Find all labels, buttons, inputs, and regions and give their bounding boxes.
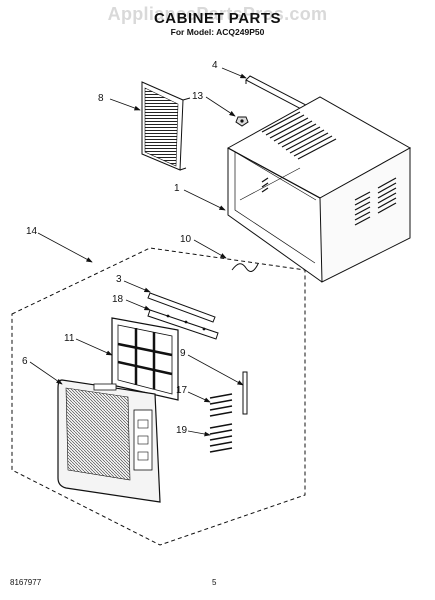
part-strip — [147, 292, 216, 323]
part-screw — [235, 116, 249, 127]
callout-19: 19 — [176, 425, 188, 436]
part-rod — [242, 371, 248, 415]
part-side-curtain — [141, 81, 191, 171]
callout-3: 3 — [116, 274, 122, 285]
part-support-bar — [147, 309, 219, 340]
callout-10: 10 — [180, 234, 192, 245]
callout-18: 18 — [112, 294, 124, 305]
part-cabinet — [226, 96, 412, 283]
model-subtitle: For Model: ACQ249P50 — [170, 27, 265, 37]
part-seal — [231, 263, 259, 272]
front-assembly-boundary — [11, 247, 306, 546]
part-front-grille — [57, 379, 161, 503]
document-number: 8167977 — [10, 578, 42, 587]
part-louvers-lower — [209, 423, 233, 453]
callout-13: 13 — [192, 91, 204, 102]
callout-8: 8 — [98, 93, 104, 104]
part-air-filter — [111, 317, 179, 401]
callout-9: 9 — [180, 348, 186, 359]
watermark: AppliancePartsPros.com — [107, 4, 328, 24]
page-number: 5 — [212, 578, 217, 587]
callout-17: 17 — [176, 385, 188, 396]
callout-6: 6 — [22, 356, 28, 367]
callout-14: 14 — [26, 226, 38, 237]
callout-1: 1 — [174, 183, 180, 194]
callout-numbers: 4 8 13 1 10 14 3 18 11 9 6 17 19 — [22, 60, 218, 436]
page-title: CABINET PARTS — [153, 10, 282, 27]
leader-lines — [29, 67, 247, 437]
cabinet-side-vents — [261, 177, 397, 226]
cabinet-top-vents — [261, 111, 337, 160]
callout-4: 4 — [212, 60, 218, 71]
callout-11: 11 — [64, 333, 75, 344]
part-louvers — [209, 393, 233, 417]
